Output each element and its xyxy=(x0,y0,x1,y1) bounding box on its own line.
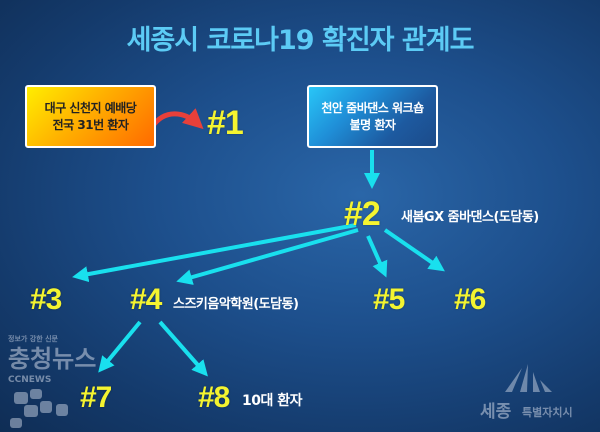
source-box-line2: 전국 31번 환자 xyxy=(52,117,129,132)
arrow-4-to-7 xyxy=(98,320,142,373)
source-box-line1: 대구 신천지 예배당 xyxy=(44,100,137,115)
node-4: #4 xyxy=(130,283,162,316)
ccnews-logo-icon xyxy=(10,389,68,428)
arrow-2-to-5 xyxy=(366,235,388,278)
node-6: #6 xyxy=(454,283,486,316)
cheonan-box-line2: 불명 환자 xyxy=(349,117,396,132)
arrow-2-to-6 xyxy=(383,228,445,272)
node-5: #5 xyxy=(373,283,405,316)
cheonan-box-line1: 천안 줌바댄스 워크숍 xyxy=(321,100,424,115)
node-8: #8 xyxy=(198,381,230,414)
arrow-2-to-4 xyxy=(176,228,359,285)
node-2-label: 새봄GX 줌바댄스(도담동) xyxy=(401,210,539,225)
sejong-logo-icon xyxy=(505,364,552,392)
arrow-4-to-8 xyxy=(158,320,208,377)
node-1: #1 xyxy=(207,104,244,142)
node-7: #7 xyxy=(80,381,112,414)
node-3: #3 xyxy=(30,283,62,316)
daegu-source-box: 대구 신천지 예배당 전국 31번 환자 xyxy=(25,85,156,148)
watermark-ccnews: 충청뉴스 xyxy=(8,345,97,373)
cheonan-source-box: 천안 줌바댄스 워크숍 불명 환자 xyxy=(307,85,438,148)
page-title: 세종시 코로나19 확진자 관계도 xyxy=(126,25,475,56)
watermark-sejong-sub: 특별자치시 xyxy=(522,406,573,419)
curve-arrow-31-to-1 xyxy=(149,108,204,130)
node-2: #2 xyxy=(344,195,381,233)
watermark-tagline: 정보가 강한 신문 xyxy=(8,335,58,343)
arrow-2-to-3 xyxy=(72,223,357,283)
watermark-ccnews-latin: CCNEWS xyxy=(8,375,52,385)
node-8-label: 10대 환자 xyxy=(242,393,303,409)
node-4-label: 스즈키음악학원(도담동) xyxy=(173,297,299,312)
watermark-sejong: 세종 xyxy=(480,402,512,422)
